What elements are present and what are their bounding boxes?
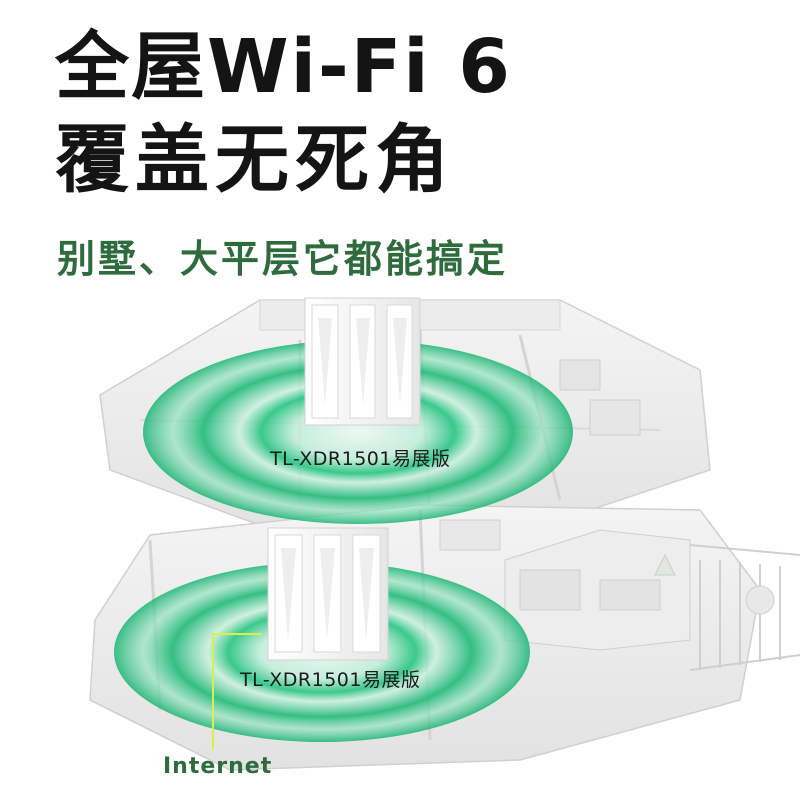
router-icon-bottom: [267, 527, 389, 661]
subheadline: 别墅、大平层它都能搞定: [57, 237, 509, 281]
router-label-top: TL-XDR1501易展版: [270, 448, 451, 470]
router-label-bottom: TL-XDR1501易展版: [240, 669, 421, 691]
headline-line-2: 覆盖无死角: [55, 117, 455, 203]
wifi-coverage-rings-top: [143, 340, 573, 524]
router-icon-top: [304, 297, 421, 426]
headline-line-1: 全屋Wi-Fi 6: [55, 24, 512, 110]
internet-label: Internet: [163, 754, 273, 779]
internet-cable: [212, 633, 262, 750]
